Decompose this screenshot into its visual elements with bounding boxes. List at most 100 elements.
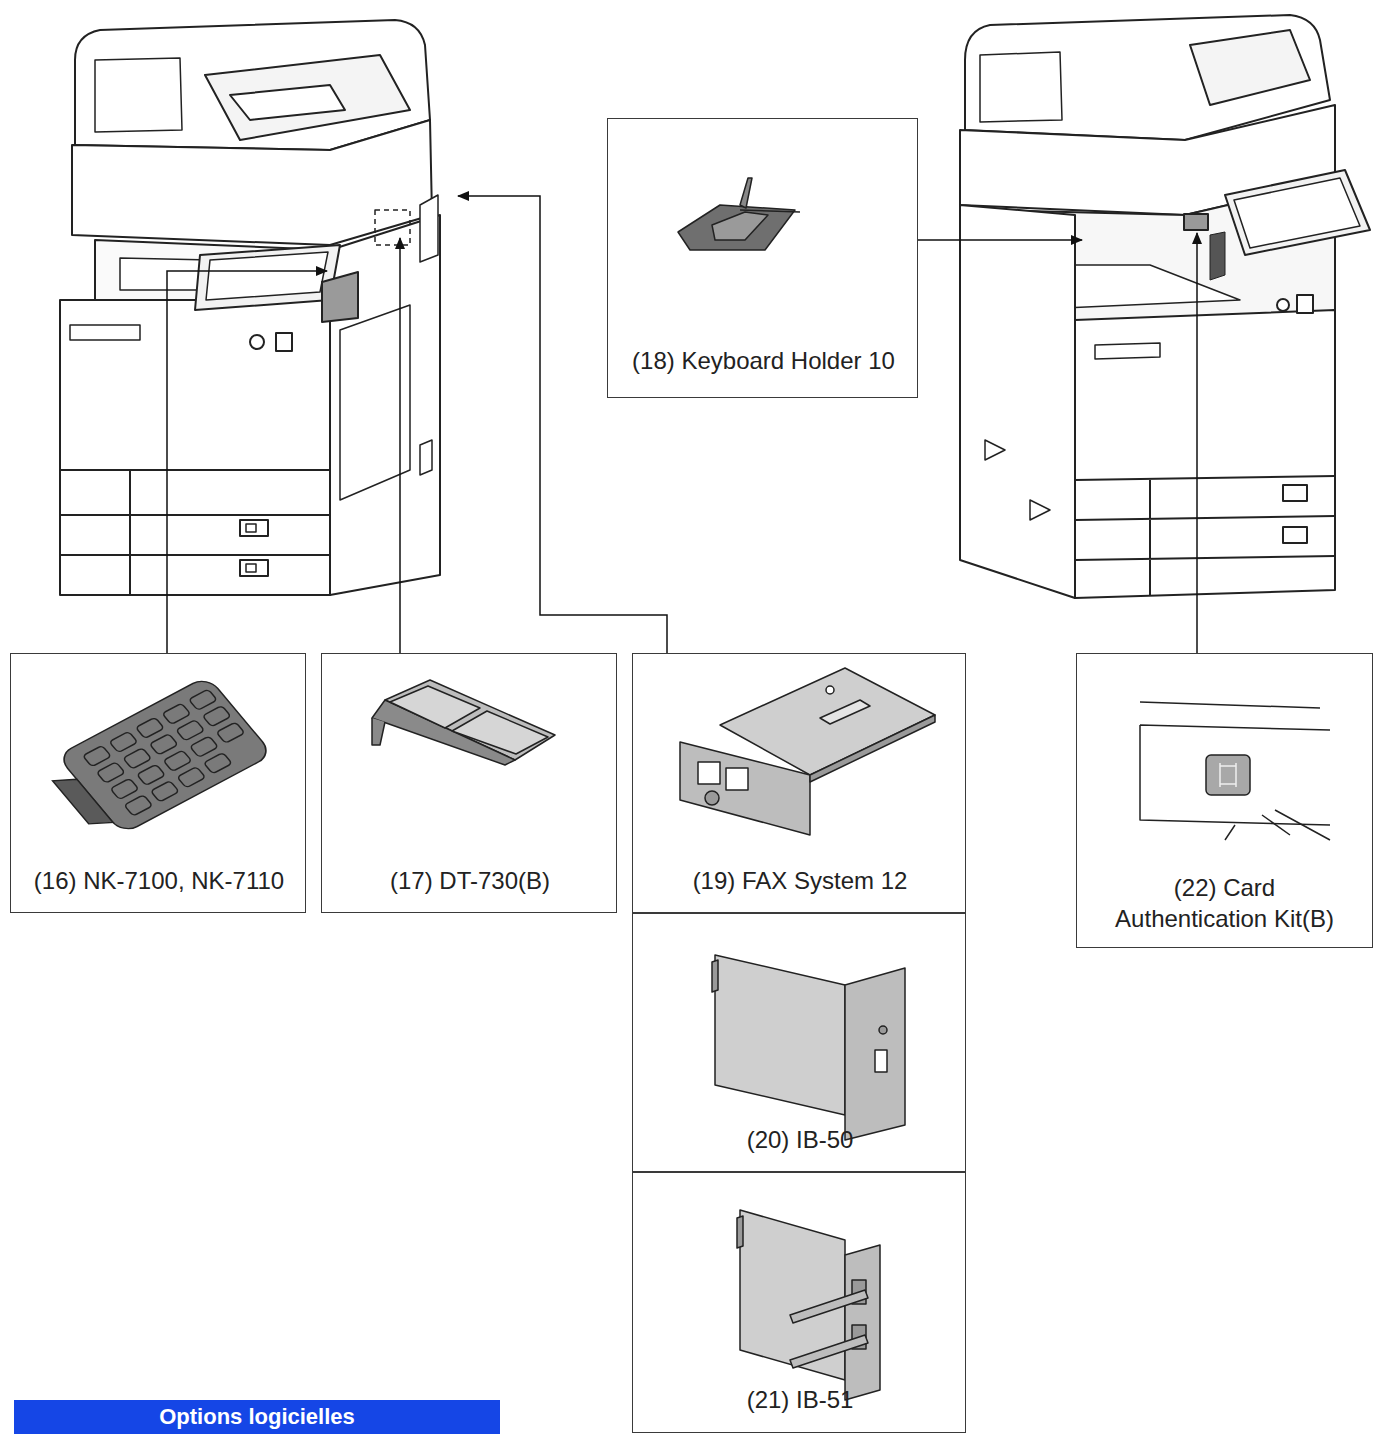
printer-right: [960, 15, 1370, 598]
printer-right-part: [1225, 170, 1370, 255]
fax-board-image-part: [820, 700, 870, 724]
printer-right-part: [1234, 178, 1360, 248]
printer-left-part: [420, 195, 438, 262]
option-box: (16) NK-7100, NK-7110: [10, 653, 306, 913]
fax-board-image-part: [810, 715, 935, 782]
keyboard-holder-image: [678, 178, 800, 250]
fax-board-image-part: [705, 791, 719, 805]
numeric-keypad-image-part-part-part: [190, 736, 219, 757]
keyboard-holder-image-part: [712, 212, 768, 240]
option-label: (20) IB-50: [633, 1124, 967, 1155]
printer-left-part: [246, 564, 256, 572]
numeric-keypad-image-part-part-part: [162, 703, 191, 724]
wireless-board-image: [737, 1210, 880, 1400]
numeric-keypad-image-part-part-part: [96, 762, 125, 783]
section-title: Options logicielles: [14, 1402, 500, 1432]
interface-board-image-part: [875, 1050, 887, 1072]
numeric-keypad-image-part: [39, 676, 272, 844]
leader-lines-part: [399, 238, 401, 653]
wireless-board-image-part: [790, 1290, 868, 1323]
printer-right-part: [1297, 295, 1313, 313]
numeric-keypad-image-part-part-part: [163, 750, 192, 771]
printer-right-part: [1277, 299, 1289, 311]
leader-lines-part: [167, 271, 327, 653]
printer-left-part: [206, 252, 328, 300]
numeric-keypad-image-part-part-part: [176, 720, 205, 741]
interface-board-image: [712, 955, 905, 1140]
fax-board-image: [680, 668, 935, 835]
option-box: (21) IB-51: [632, 1172, 966, 1433]
printer-right-part: [1283, 485, 1307, 501]
document-tray-image-part: [390, 686, 480, 728]
card-reader-image-part: [1206, 755, 1250, 795]
numeric-keypad-image-part-part-part: [137, 764, 166, 785]
printer-left-part: [72, 120, 432, 245]
option-label: (22) Card Authentication Kit(B): [1100, 872, 1350, 934]
keyboard-holder-image-part: [740, 178, 752, 208]
printer-left-part: [195, 245, 340, 310]
printer-left-part: [240, 560, 268, 576]
numeric-keypad-image-part-part-part: [124, 795, 153, 816]
printer-right-part: [1095, 343, 1160, 359]
option-label: (21) IB-51: [633, 1384, 967, 1415]
printer-left-part: [230, 85, 345, 120]
numeric-keypad-image-part-part-part: [149, 734, 178, 755]
printer-right-part: [1190, 30, 1310, 105]
printer-right-part: [1075, 310, 1335, 598]
printer-left: [60, 20, 440, 595]
interface-board-image-part: [712, 960, 718, 992]
keyboard-holder-image-part: [740, 210, 800, 212]
printer-left-part: [95, 58, 182, 132]
numeric-keypad-image-part-part-part: [189, 689, 218, 710]
card-reader-image-part: [1220, 763, 1236, 787]
printer-left-part: [420, 440, 432, 475]
printer-left-part: [250, 335, 264, 349]
printer-right-part: [1184, 214, 1208, 230]
numeric-keypad-image-part-part-part: [202, 706, 231, 727]
card-reader-image: [1140, 702, 1330, 840]
numeric-keypad-image-part-part-part: [151, 781, 180, 802]
printer-right-part: [1210, 232, 1225, 280]
printer-right-part: [1283, 527, 1307, 543]
option-label: (16) NK-7100, NK-7110: [11, 865, 307, 896]
printer-right-part: [1075, 476, 1335, 596]
fax-board-image-part: [720, 668, 935, 775]
printer-left-part: [246, 524, 256, 532]
card-reader-image-part: [1225, 810, 1330, 840]
numeric-keypad-image-part-part-part: [109, 731, 138, 752]
printer-left-part: [375, 210, 410, 245]
option-box: (18) Keyboard Holder 10: [607, 118, 918, 398]
interface-board-image-part: [715, 955, 845, 1115]
wireless-board-image-part: [845, 1245, 880, 1400]
printer-left-part: [205, 55, 410, 140]
printer-left-part: [240, 520, 268, 536]
numeric-keypad-image-part-part-part: [136, 717, 165, 738]
printer-left-part: [330, 215, 440, 595]
fax-board-image-part: [826, 686, 834, 694]
wireless-board-image-part: [790, 1335, 868, 1368]
leader-lines: [167, 196, 1197, 653]
numeric-keypad-image: [39, 676, 272, 844]
printer-left-part: [75, 20, 430, 150]
printer-right-part: [960, 205, 1075, 598]
interface-board-image-part: [879, 1026, 887, 1034]
leader-lines-part: [918, 239, 1082, 241]
numeric-keypad-image-part-part: [83, 689, 259, 816]
option-box: (22) Card Authentication Kit(B): [1076, 653, 1373, 948]
printer-left-part: [60, 470, 330, 595]
option-label: (19) FAX System 12: [633, 865, 967, 896]
option-box: (20) IB-50: [632, 913, 966, 1172]
numeric-keypad-image-part-part-part: [83, 745, 112, 766]
document-tray-image-part: [452, 711, 548, 754]
printer-left-part: [70, 325, 140, 340]
option-label: (18) Keyboard Holder 10: [608, 345, 919, 376]
printer-left-part: [276, 333, 292, 351]
leader-lines-part: [458, 196, 667, 653]
option-box: (17) DT-730(B): [321, 653, 617, 913]
option-label: (17) DT-730(B): [322, 865, 618, 896]
document-tray-image: [372, 680, 555, 765]
fax-board-image-part: [726, 768, 748, 790]
document-tray-image-part: [372, 718, 385, 745]
